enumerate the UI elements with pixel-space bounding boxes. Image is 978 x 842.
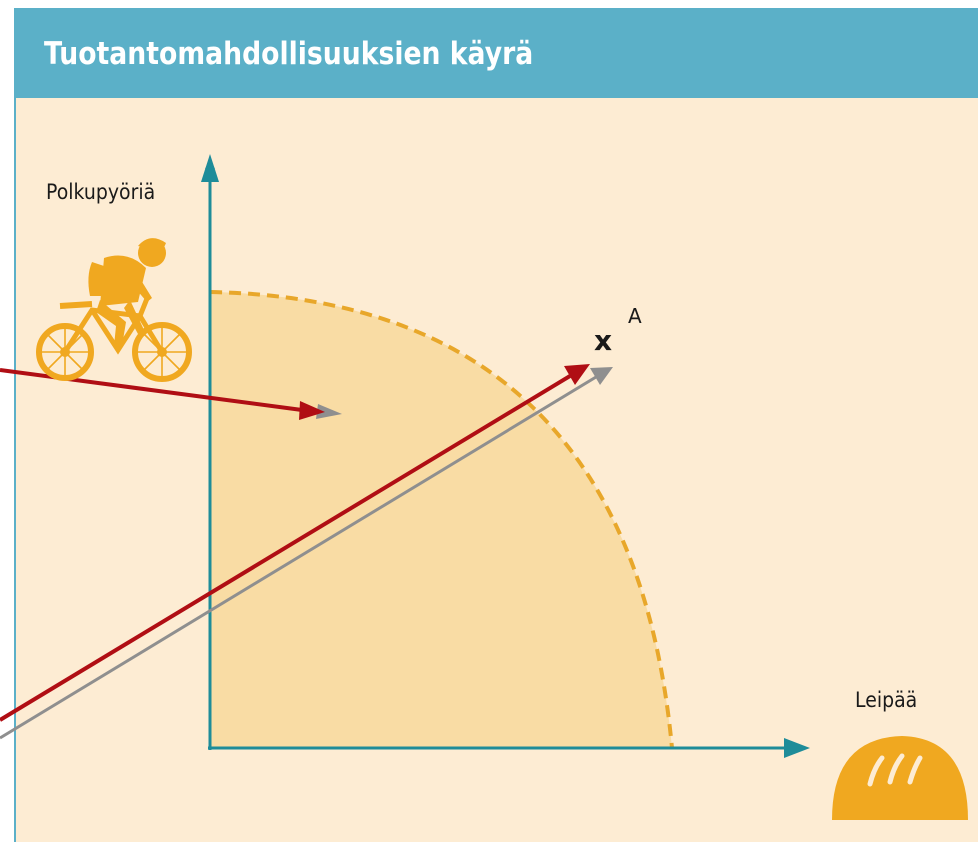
panel-left-border — [14, 98, 16, 842]
x-axis-label: Leipää — [855, 688, 918, 712]
point-a-marker: x — [594, 324, 613, 357]
y-axis-head — [201, 154, 219, 182]
frontier-area — [210, 292, 672, 748]
point-a-label: A — [628, 304, 642, 328]
gray-arrow-long — [0, 375, 597, 740]
red-arrow-long — [0, 374, 572, 722]
page-title: Tuotantomahdollisuuksien käyrä — [44, 36, 534, 72]
gray-arrow-short-head — [316, 404, 342, 419]
gray-arrow-long-head — [590, 367, 613, 385]
bread-icon — [832, 736, 968, 820]
y-axis-label: Polkupyöriä — [46, 180, 156, 204]
red-arrow-short-head — [299, 401, 325, 420]
x-axis-head — [784, 738, 810, 758]
cyclist-icon — [36, 238, 192, 382]
red-arrow-long-head — [564, 364, 590, 385]
title-bar: Tuotantomahdollisuuksien käyrä — [14, 8, 978, 98]
